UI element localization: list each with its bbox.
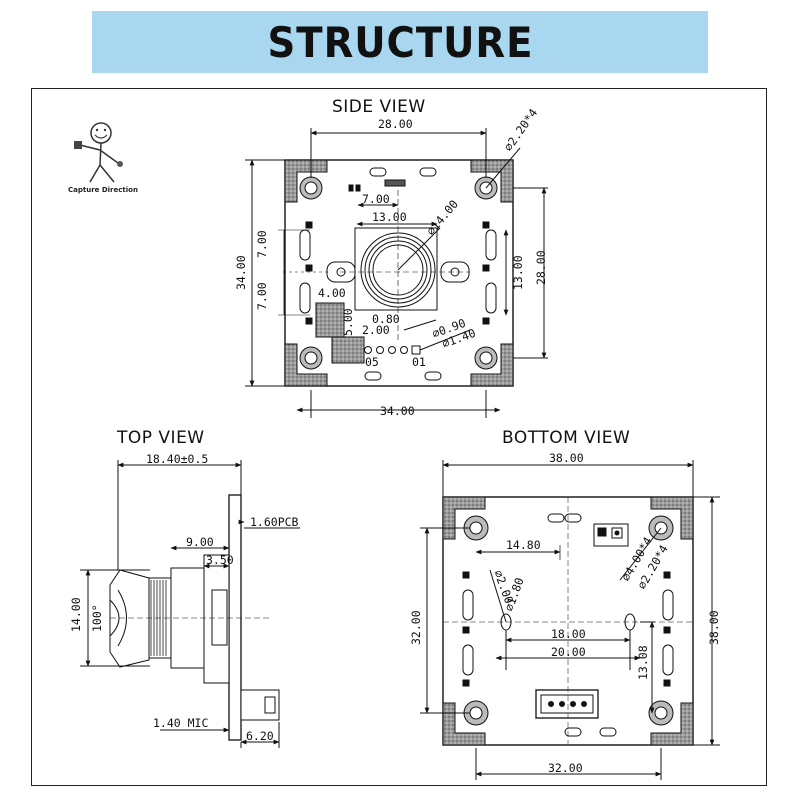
top-view-label: TOP VIEW [116,428,205,448]
dim-side-080: 0.80 [372,312,400,326]
dim-bottom-18: 18.00 [551,627,586,641]
bottom-view-drawing [420,460,720,780]
dim-side-5: 5.00 [341,308,355,336]
dim-top-overall: 18.40±0.5 [146,452,208,466]
dim-bottom-38-right: 38.00 [707,610,721,645]
dim-side-hole: ⌀2.20*4 [501,106,540,154]
dim-top-350: 3.50 [206,553,234,567]
dim-side-7a: 7.00 [255,230,269,258]
side-view-label: SIDE VIEW [332,97,426,117]
dim-top-620: 6.20 [246,729,274,743]
capture-direction-logo: Capture Direction [68,122,138,194]
title-banner: STRUCTURE [92,11,708,73]
dim-bottom-1480: 14.80 [506,538,541,552]
top-view-dimensions: 18.40±0.5 1.60PCB 9.00 3.50 14.00 100° 1… [69,452,299,743]
dim-side-28-right: 28.00 [534,250,548,285]
dim-side-13: 13.00 [372,210,407,224]
dim-top-14: 14.00 [69,597,83,632]
dim-bottom-20: 20.00 [551,645,586,659]
dim-bottom-32-bottom: 32.00 [548,761,583,775]
dim-top-mic: 1.40 MIC [153,716,208,730]
side-view-drawing [245,128,548,418]
dim-side-13-right: 13.00 [511,255,525,290]
logo-caption: Capture Direction [68,186,138,194]
dim-side-7-top: 7.00 [362,192,390,206]
dim-bottom-38-top: 38.00 [549,451,584,465]
drawing-frame [31,88,767,786]
dim-side-34-bottom: 34.00 [380,404,415,418]
page-title: STRUCTURE [267,17,533,67]
pin-05-label: 05 [365,355,379,369]
dim-top-9: 9.00 [186,535,214,549]
bottom-view-label: BOTTOM VIEW [502,428,630,448]
dim-side-34-left: 34.00 [234,255,248,290]
dim-side-28-top: 28.00 [378,117,413,131]
dim-side-200: 2.00 [362,323,390,337]
dim-bottom-1308: 13.08 [636,645,650,680]
dim-top-angle: 100° [90,604,104,632]
dim-side-4: 4.00 [318,286,346,300]
top-view-drawing [80,460,300,748]
pin-01-label: 01 [412,355,426,369]
dim-top-pcb: 1.60PCB [250,515,299,529]
dim-bottom-32-left: 32.00 [409,610,423,645]
dim-side-7b: 7.00 [255,282,269,310]
